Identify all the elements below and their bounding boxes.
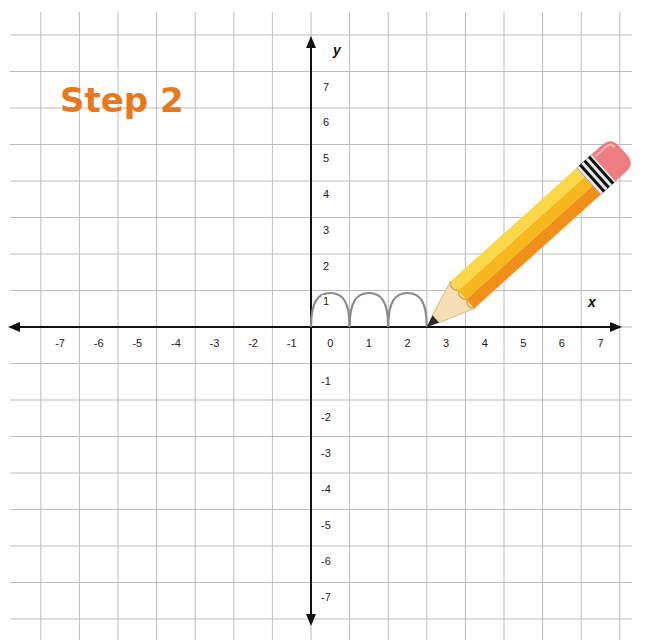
tick-number: -3 xyxy=(320,447,332,460)
tick-number: -5 xyxy=(131,337,143,350)
tick-number: -2 xyxy=(247,337,259,350)
jump-arc xyxy=(350,293,389,327)
tick-number: -1 xyxy=(286,337,298,350)
axis-arrowhead xyxy=(8,322,20,332)
axis-arrowhead xyxy=(306,614,316,626)
tick-number: 6 xyxy=(322,116,330,129)
tick-number: 7 xyxy=(596,337,604,350)
grid-line xyxy=(10,509,632,510)
step-title: Step 2 xyxy=(60,80,184,120)
tick-number: 3 xyxy=(322,224,330,237)
axes xyxy=(8,36,622,626)
x-axis xyxy=(14,326,616,328)
tick-number: -7 xyxy=(54,337,66,350)
jump-arc xyxy=(311,293,350,327)
tick-number: 7 xyxy=(322,81,330,94)
tick-number: 6 xyxy=(558,337,566,350)
grid-line xyxy=(10,181,632,182)
grid-line xyxy=(10,35,632,36)
tick-number: -5 xyxy=(320,519,332,532)
jump-arc xyxy=(388,293,427,327)
tick-number: -6 xyxy=(93,337,105,350)
tick-number: -2 xyxy=(320,411,332,424)
tick-number: 1 xyxy=(322,295,330,308)
grid-line xyxy=(10,582,632,583)
tick-number: -1 xyxy=(320,375,332,388)
tick-number: 1 xyxy=(365,337,373,350)
axis-arrowhead xyxy=(306,36,316,48)
grid-line xyxy=(10,144,632,145)
grid-line xyxy=(10,363,632,364)
jump-arcs xyxy=(311,293,427,327)
grid-line xyxy=(10,254,632,255)
grid-line xyxy=(10,71,632,72)
grid-line xyxy=(10,436,632,437)
grid-line xyxy=(10,546,632,547)
tick-number: -4 xyxy=(170,337,182,350)
tick-number: -6 xyxy=(320,555,332,568)
grid-line xyxy=(10,619,632,620)
tick-number: 3 xyxy=(442,337,450,350)
tick-number: 4 xyxy=(322,188,330,201)
axis-name: y xyxy=(332,42,342,58)
axis-arrowhead xyxy=(610,322,622,332)
tick-number: 2 xyxy=(322,260,330,273)
tick-number: 0 xyxy=(326,337,334,350)
axis-name: x xyxy=(587,294,597,310)
grid-line xyxy=(10,327,632,328)
grid-line xyxy=(10,290,632,291)
tick-number: 2 xyxy=(403,337,411,350)
tick-number: -3 xyxy=(209,337,221,350)
pencil-illustration xyxy=(415,137,635,340)
y-axis xyxy=(310,42,312,620)
grid-lines xyxy=(10,12,632,640)
tick-number: 4 xyxy=(481,337,489,350)
grid-line xyxy=(10,400,632,401)
tick-number: 5 xyxy=(519,337,527,350)
grid-line xyxy=(10,473,632,474)
tick-number: 5 xyxy=(322,152,330,165)
tick-number: -4 xyxy=(320,483,332,496)
tick-number: -7 xyxy=(320,591,332,604)
